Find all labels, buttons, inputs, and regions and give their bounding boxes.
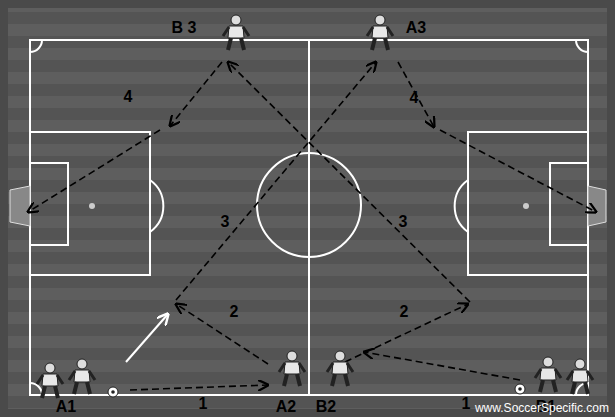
callout-number: 1 [462,396,471,412]
callout-number: 4 [124,89,133,105]
callout-number: 3 [221,214,230,230]
callout-number: 3 [399,214,408,230]
callout-number: 1 [199,396,208,412]
player-label: A2 [276,399,296,415]
player-label: B2 [316,399,336,415]
player-label: A3 [406,20,426,36]
player-label: A1 [56,399,76,415]
watermark: www.SoccerSpecific.com [475,402,609,414]
callout-number: 2 [230,304,239,320]
player-label: B 3 [172,20,197,36]
callout-number: 2 [400,304,409,320]
callout-number: 4 [410,90,419,106]
